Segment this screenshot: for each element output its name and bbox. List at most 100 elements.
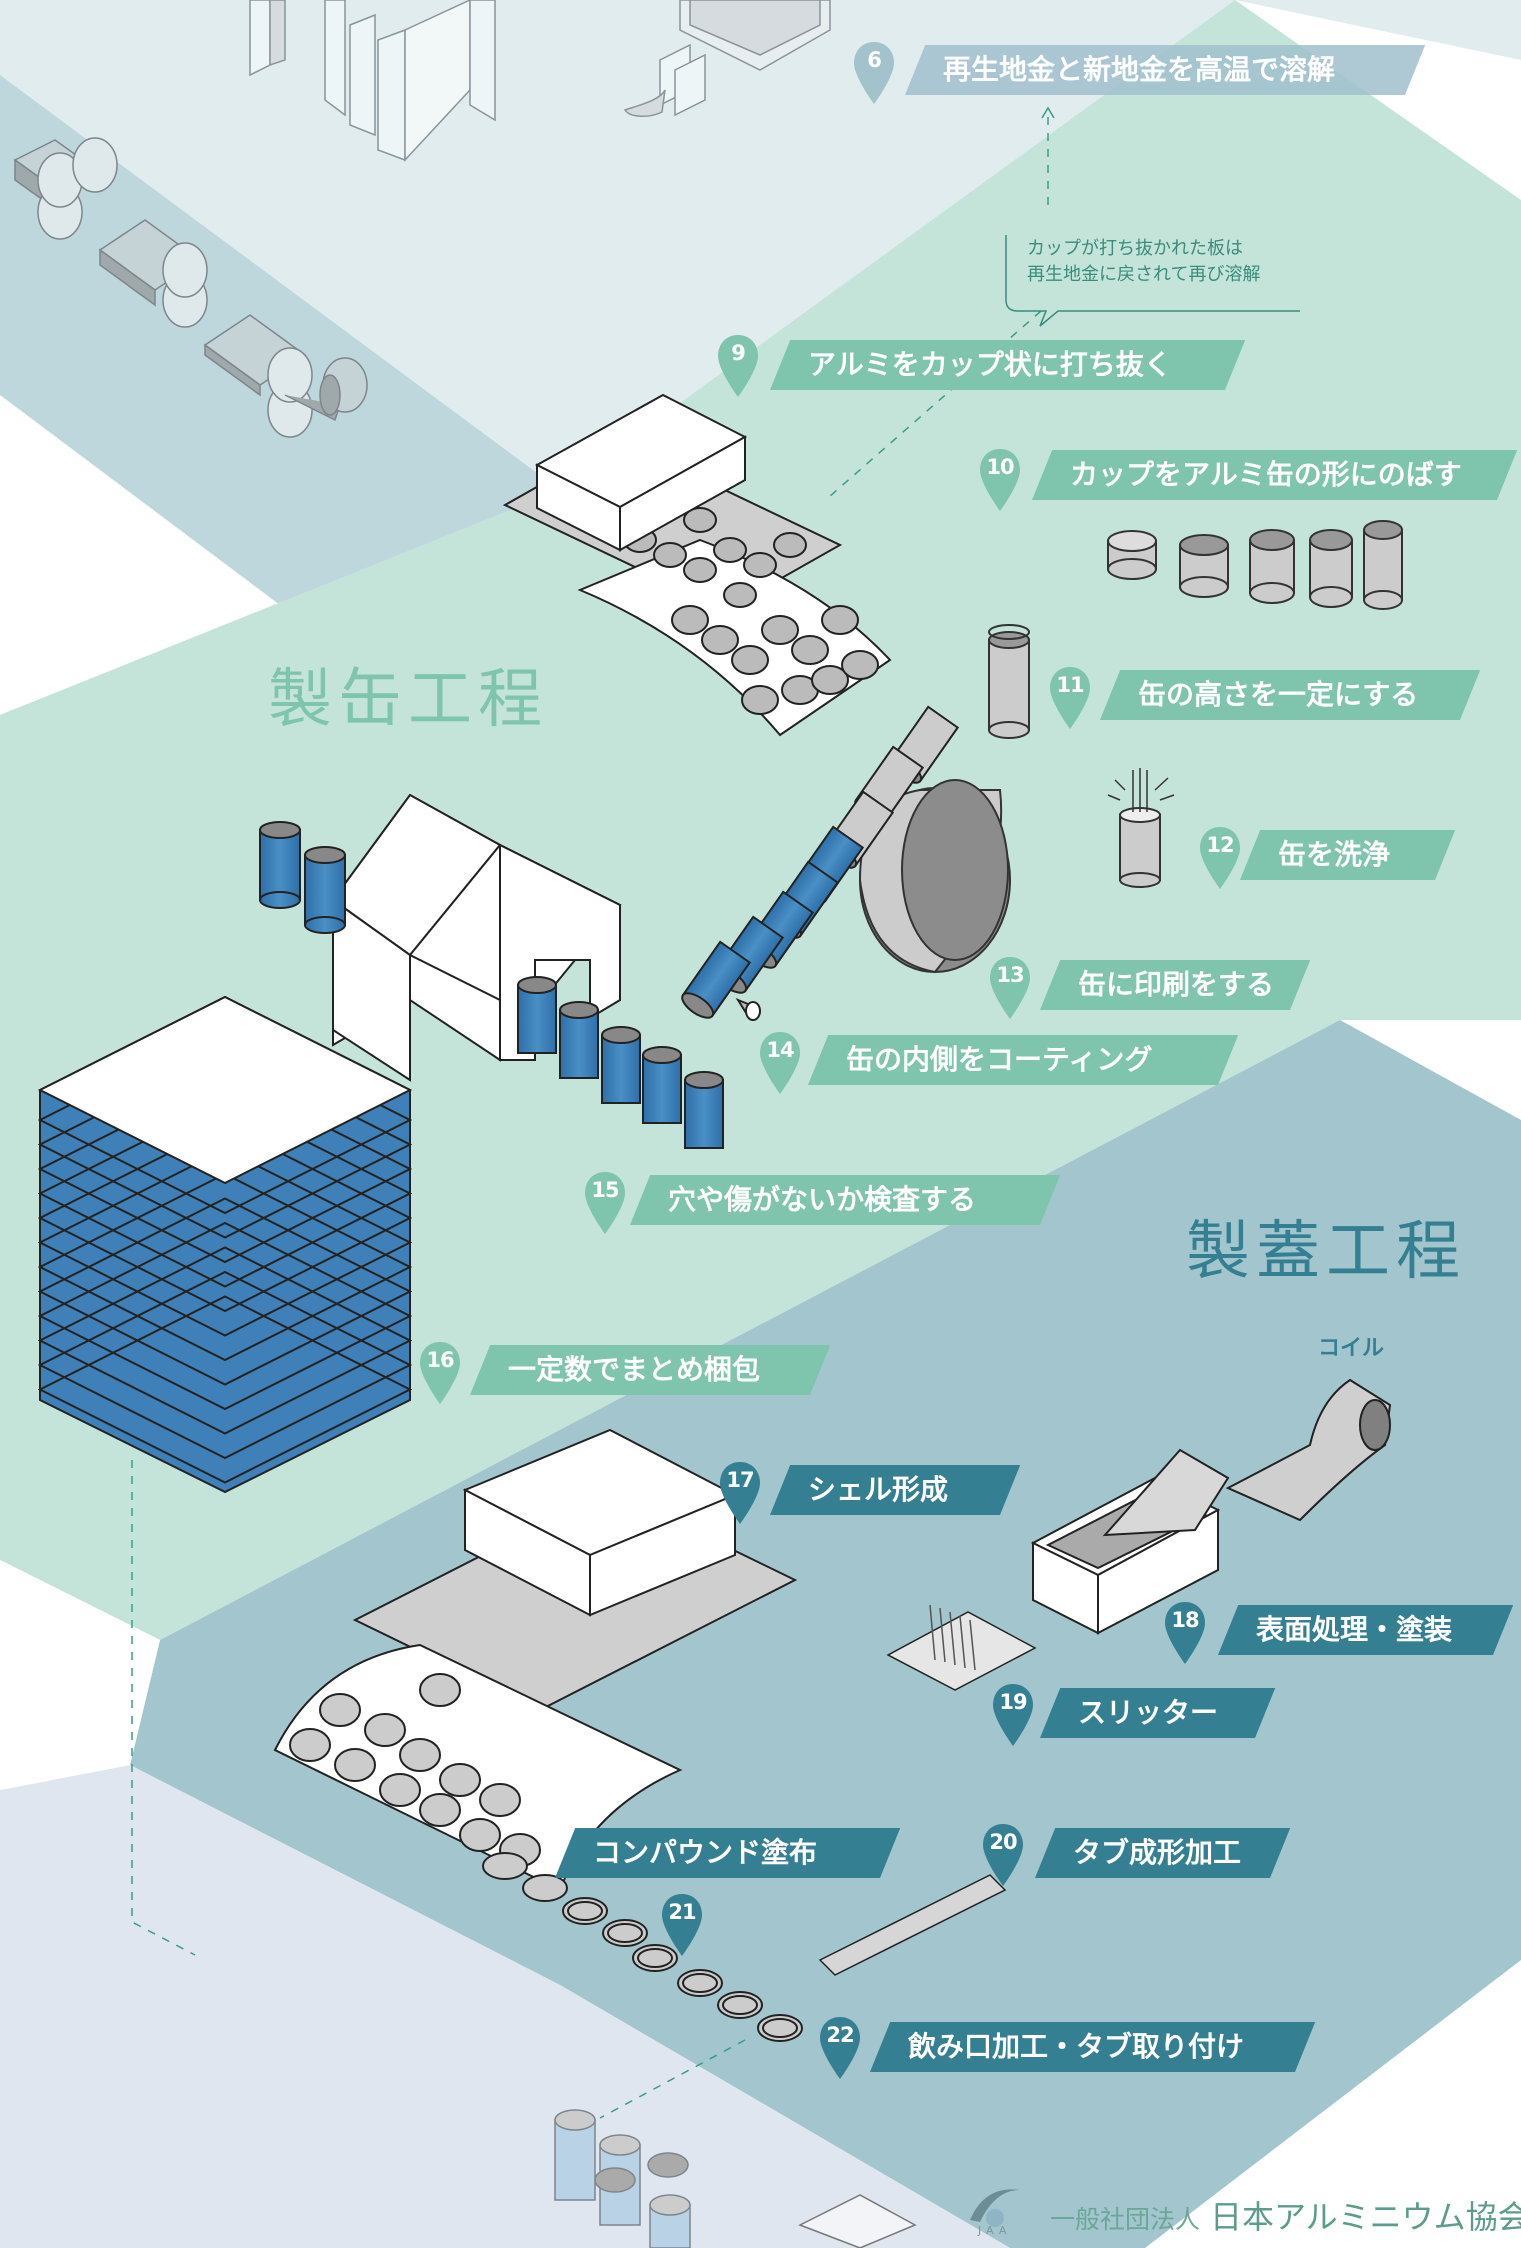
jaa-logo-icon <box>970 2189 1020 2227</box>
callout-border <box>1005 235 1300 327</box>
lid-dashed-line <box>599 2039 746 2119</box>
map-pin-icon <box>1165 1602 1205 1664</box>
step-6-label: 再生地金と新地金を高温で溶解 <box>905 45 1405 95</box>
region-top-left <box>0 0 1235 490</box>
step-9-label: アルミをカップ状に打ち抜く <box>770 340 1225 390</box>
step-number: 12 <box>1206 833 1234 857</box>
washing-can-illustration <box>1107 768 1175 888</box>
coil-label: コイル <box>1318 1336 1385 1361</box>
step-number: 13 <box>996 963 1024 987</box>
map-pin-icon <box>980 449 1020 511</box>
region-bottom-triangle <box>0 1560 160 1720</box>
callout-line-1: カップが打ち抜かれた板は <box>1027 238 1243 259</box>
printed-cans-on-drum <box>681 705 960 1021</box>
shipping-dashed-arrow <box>131 1460 196 1956</box>
step-17-label: シェル形成 <box>770 1465 1000 1515</box>
coil-illustration <box>1225 1378 1392 1522</box>
pallet-layer-sheet <box>37 1123 413 1313</box>
step-18-label: 表面処理・塗装 <box>1218 1605 1493 1655</box>
pallet-layer-sheet <box>37 1246 413 1435</box>
map-pin-icon <box>1200 827 1240 889</box>
step-10-label: カップをアルミ缶の形にのばす <box>1032 450 1497 500</box>
cans-after-oven <box>517 976 724 1149</box>
step-20-marker: 20 <box>981 1822 1025 1888</box>
printing-drum-illustration <box>858 779 1011 974</box>
step-21-label: コンパウンド塗布 <box>555 1828 880 1878</box>
step-15-marker: 15 <box>583 1170 627 1236</box>
step-18-marker: 18 <box>1163 1600 1207 1666</box>
section-title-can-lid: 製蓋工程 <box>1186 1215 1466 1289</box>
org-name: 日本アルミニウム協会 <box>1210 2198 1521 2236</box>
step-12-label: 缶を洗浄 <box>1240 830 1435 880</box>
region-can-lid <box>130 1020 1521 2248</box>
map-pin-icon <box>420 1342 460 1404</box>
recycle-dashed-arrow <box>828 106 1055 498</box>
map-pin-icon <box>983 1824 1023 1886</box>
step-11-label: 缶の高さを一定にする <box>1100 670 1460 720</box>
step-22-label: 飲み口加工・タブ取り付け <box>870 2022 1295 2072</box>
step-number: 9 <box>731 341 746 365</box>
map-pin-icon <box>718 335 758 397</box>
step-16-label: 一定数でまとめ梱包 <box>470 1345 810 1395</box>
cupping-press-illustration <box>502 393 892 737</box>
step-number: 6 <box>867 48 882 72</box>
pallet-layer-sheet <box>37 1172 413 1362</box>
step-number: 10 <box>986 455 1014 479</box>
map-pin-icon <box>820 2017 860 2079</box>
shell-press-illustration <box>273 1428 798 1892</box>
section-title-can-body: 製缶工程 <box>268 663 548 737</box>
step-22-marker: 22 <box>818 2015 862 2081</box>
step-16-marker: 16 <box>418 1340 462 1406</box>
region-bottom <box>0 1765 1010 2248</box>
trimmed-can-illustration <box>988 624 1030 739</box>
step-20-label: タブ成形加工 <box>1035 1828 1270 1878</box>
casting-furnace-illustration <box>623 0 831 117</box>
coating-bath-illustration <box>1030 1448 1230 1635</box>
pallet-layer-sheet <box>37 1221 413 1411</box>
step-number: 21 <box>668 1900 696 1924</box>
step-11-marker: 11 <box>1048 665 1092 731</box>
step-number: 22 <box>826 2023 854 2047</box>
step-12-marker: 12 <box>1198 825 1242 891</box>
pallet-layer-sheet <box>37 1295 413 1484</box>
step-number: 18 <box>1171 1608 1199 1632</box>
step-19-label: スリッター <box>1040 1688 1255 1738</box>
logo-text: JAA <box>978 2224 1012 2237</box>
step-number: 19 <box>999 1690 1027 1714</box>
step-19-marker: 19 <box>991 1682 1035 1748</box>
org-type: 一般社団法人 <box>1050 2205 1201 2234</box>
map-pin-icon <box>990 957 1030 1019</box>
pallet-layer-sheet <box>37 1197 413 1386</box>
finished-cans-illustration <box>554 2109 917 2248</box>
lid-sequence-illustration <box>482 1852 803 2042</box>
map-pin-icon <box>720 1462 760 1524</box>
rolling-mill-illustration <box>13 137 368 438</box>
step-14-marker: 14 <box>758 1030 802 1096</box>
step-15-label: 穴や傷がないか検査する <box>630 1175 1040 1225</box>
map-pin-icon <box>585 1172 625 1234</box>
region-can-body-left <box>0 490 560 715</box>
map-pin-icon <box>854 42 894 104</box>
palletized-cans-illustration <box>37 995 413 1494</box>
step-13-label: 缶に印刷をする <box>1040 960 1290 1010</box>
slitter-illustration <box>886 1604 1037 1691</box>
pallet-layer-sheet <box>37 1148 413 1337</box>
pallet-layer-sheet <box>37 1270 413 1460</box>
step-number: 20 <box>989 1830 1017 1854</box>
map-pin-icon <box>993 1684 1033 1746</box>
step-number: 11 <box>1056 673 1084 697</box>
step-13-marker: 13 <box>988 955 1032 1021</box>
step-number: 17 <box>726 1468 754 1492</box>
map-pin-icon <box>1050 667 1090 729</box>
recycle-callout: カップが打ち抜かれた板は 再生地金に戻されて再び溶解 <box>1005 236 1301 306</box>
cans-left-of-oven <box>259 821 346 934</box>
step-number: 14 <box>766 1038 794 1062</box>
step-21-marker: 21 <box>660 1892 704 1958</box>
step-6-marker: 6 <box>852 40 896 106</box>
map-pin-icon <box>760 1032 800 1094</box>
callout-line-2: 再生地金に戻されて再び溶解 <box>1027 264 1261 285</box>
step-10-marker: 10 <box>978 447 1022 513</box>
step-17-marker: 17 <box>718 1460 762 1526</box>
tab-strip-illustration <box>818 1874 1007 1976</box>
